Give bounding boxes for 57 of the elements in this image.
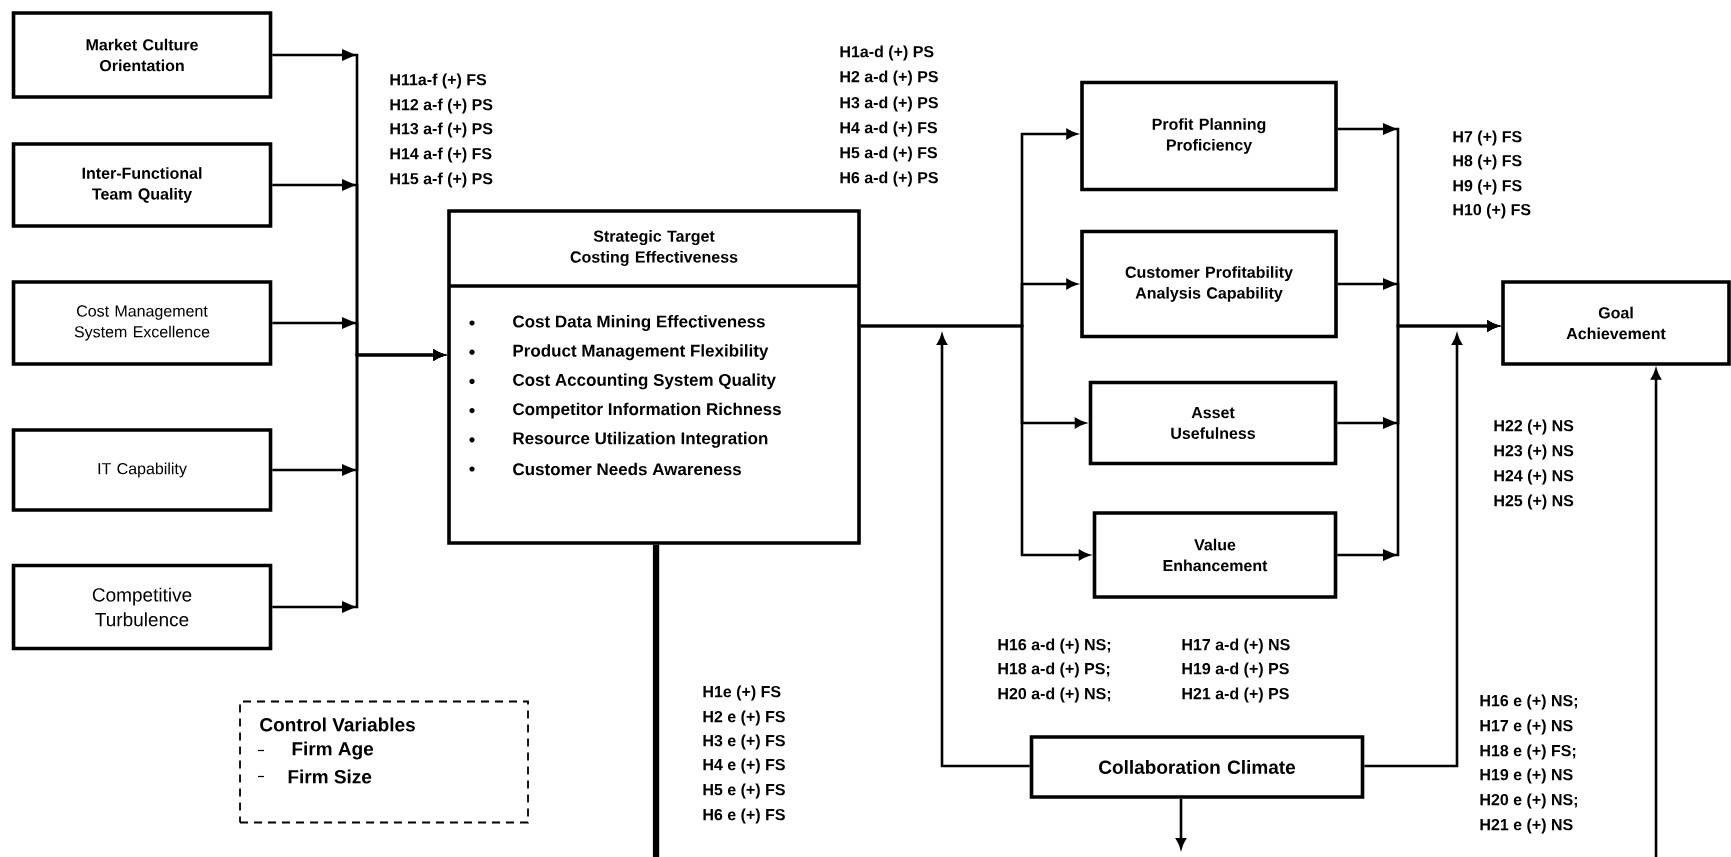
hypothesis-label: H1a-d (+) PS — [840, 45, 934, 61]
hypothesis-label: H4 e (+) FS — [703, 758, 785, 774]
hypothesis-label: H5 e (+) FS — [703, 783, 785, 799]
hypothesis-label: H6 e (+) FS — [703, 808, 785, 824]
hypothesis-label: H16 e (+) NS; — [1480, 694, 1577, 710]
hypothesis-label: H14 a-f (+) FS — [390, 147, 492, 163]
hypothesis-label: H21 a-d (+) PS — [1182, 687, 1289, 703]
construct-box: Inter-Functional Team Quality — [11, 142, 273, 228]
hypothesis-label: H6 a-d (+) PS — [840, 171, 938, 187]
construct-box: Strategic Target Costing Effectiveness Cost Data Mining Effectiveness Product Management Flexibility Cost Accounting System Quality Competitor Information Richness Resource Utilization Integration Customer Needs Awareness — [447, 209, 861, 545]
hypothesis-label: H25 (+) NS — [1494, 494, 1574, 510]
hypothesis-label: H18 a-d (+) PS; — [998, 662, 1110, 678]
hypothesis-label: H3 e (+) FS — [703, 734, 785, 750]
arrow — [860, 324, 1090, 560]
hypothesis-label: H3 a-d (+) PS — [840, 96, 938, 112]
hypothesis-label: H2 e (+) FS — [703, 710, 785, 726]
construct-box: Asset Usefulness — [1088, 380, 1338, 466]
hypothesis-label: H18 e (+) FS; — [1480, 744, 1576, 760]
hypothesis-label: H17 e (+) NS — [1480, 719, 1573, 735]
hypothesis-label: H22 (+) NS — [1494, 419, 1574, 435]
hypothesis-label: H12 a-f (+) PS — [390, 98, 493, 114]
hypothesis-label: H17 a-d (+) NS — [1182, 638, 1290, 654]
hypothesis-label: H13 a-f (+) PS — [390, 122, 493, 138]
arrow — [937, 334, 1030, 768]
construct-box: Value Enhancement — [1092, 511, 1338, 599]
hypothesis-label: H19 a-d (+) PS — [1182, 662, 1289, 678]
hypothesis-label: H5 a-d (+) FS — [840, 146, 937, 162]
arrow — [1651, 369, 1661, 857]
hypothesis-label: H20 e (+) NS; — [1480, 793, 1577, 809]
hypothesis-label: H8 (+) FS — [1453, 154, 1522, 170]
hypothesis-label: H1e (+) FS — [703, 685, 781, 701]
construct-box: Competitive Turbulence — [11, 563, 273, 651]
construct-box: Customer Profitability Analysis Capability — [1080, 229, 1338, 339]
hypothesis-label: H2 a-d (+) PS — [840, 70, 938, 86]
hypothesis-label: H19 e (+) NS — [1480, 768, 1573, 784]
hypothesis-label: H20 a-d (+) NS; — [998, 687, 1111, 703]
hypothesis-label: H11a-f (+) FS — [390, 73, 487, 89]
hypothesis-label: H23 (+) NS — [1494, 444, 1574, 460]
hypothesis-label: H9 (+) FS — [1453, 179, 1522, 195]
hypothesis-label: H24 (+) NS — [1494, 469, 1574, 485]
hypothesis-label: H10 (+) FS — [1453, 203, 1531, 219]
arrow — [1337, 321, 1498, 561]
construct-box: Profit Planning Proficiency — [1080, 80, 1338, 192]
construct-box: Goal Achievement — [1501, 280, 1731, 366]
hypothesis-label: H21 e (+) NS — [1480, 818, 1573, 834]
hypothesis-label: H7 (+) FS — [1453, 130, 1522, 146]
construct-box: Collaboration Climate — [1029, 735, 1365, 799]
hypothesis-label: H15 a-f (+) PS — [390, 172, 493, 188]
construct-box: Market Culture Orientation — [11, 11, 273, 99]
arrow — [1176, 798, 1186, 849]
construct-box: IT Capability — [11, 428, 273, 512]
control-variables-box: Control Variables Firm Age Firm Size — [239, 700, 529, 824]
arrow — [1364, 334, 1462, 768]
hypothesis-label: H16 a-d (+) NS; — [998, 638, 1111, 654]
hypothesis-label: H4 a-d (+) FS — [840, 121, 937, 137]
construct-box: Cost Management System Excellence — [11, 280, 273, 366]
arrow — [272, 350, 444, 613]
